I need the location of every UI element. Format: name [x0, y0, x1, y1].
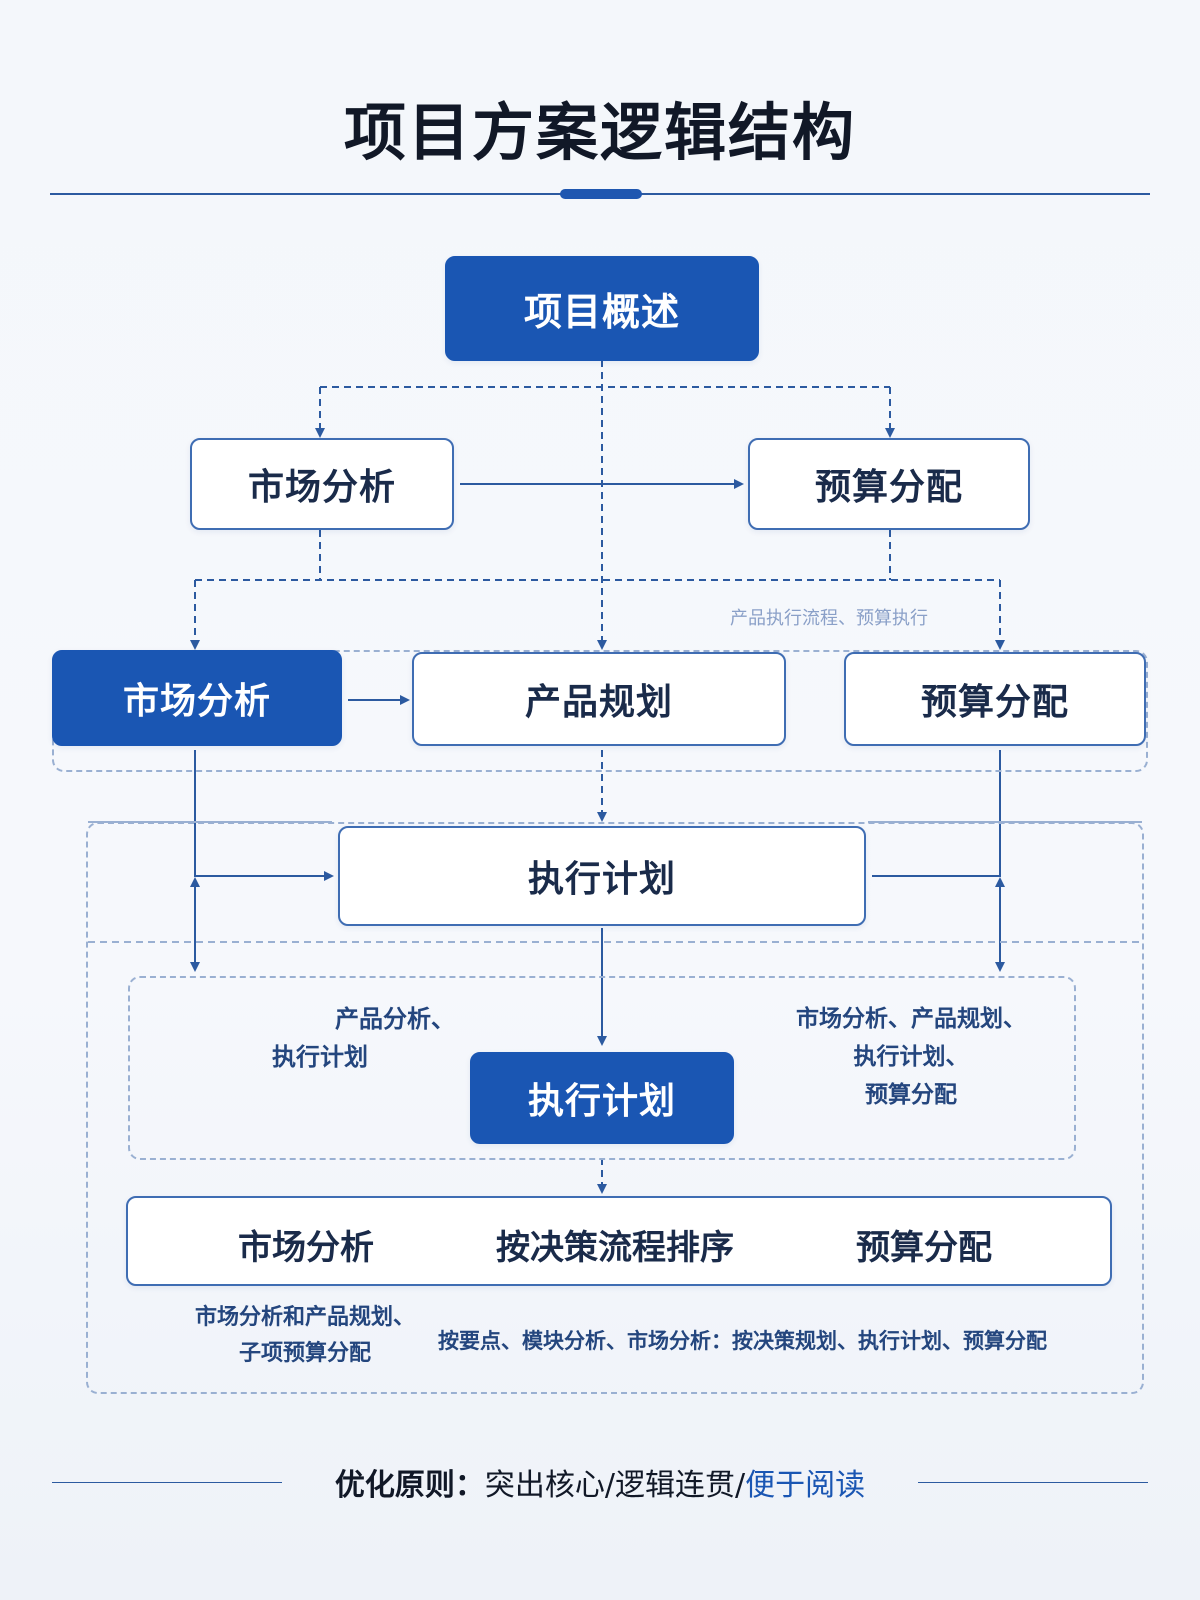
core-right-label: 市场分析、产品规划、 执行计划、 预算分配: [776, 1000, 1046, 1114]
node-level1-budget-allocation[interactable]: 预算分配: [748, 438, 1030, 530]
core-left-label: 产品分析、 执行计划: [240, 1000, 490, 1076]
node-level2-budget-allocation[interactable]: 预算分配: [844, 652, 1146, 746]
footer-label: 优化原则：: [334, 1468, 485, 1503]
core-right-label-line3: 预算分配: [865, 1082, 957, 1108]
node-execution-plan[interactable]: 执行计划: [338, 826, 866, 926]
execution-group-frame: [86, 822, 1144, 1394]
bottom-decision-sequence: 按决策流程排序: [496, 1228, 734, 1268]
footer-line-right: [918, 1482, 1148, 1483]
connector-l2-market-to-exec: [194, 750, 334, 881]
bottom-left-note-line1: 市场分析和产品规划、: [194, 1305, 415, 1330]
bottom-market-analysis: 市场分析: [238, 1228, 374, 1268]
footer-items: 突出核心/逻辑连贯/: [484, 1468, 746, 1503]
core-left-label-line1: 产品分析、: [335, 1005, 455, 1033]
node-level1-market-analysis[interactable]: 市场分析: [190, 438, 454, 530]
core-right-label-line1: 市场分析、产品规划、: [796, 1006, 1026, 1032]
bottom-summary-box: [126, 1196, 1112, 1286]
node-level2-product-planning[interactable]: 产品规划: [412, 652, 786, 746]
core-right-label-line2: 执行计划、: [853, 1044, 969, 1070]
node-execution-plan-core[interactable]: 执行计划: [470, 1052, 734, 1144]
node-level2-market-analysis[interactable]: 市场分析: [52, 650, 342, 746]
core-left-label-line2: 执行计划: [272, 1043, 368, 1071]
core-group-frame: [128, 976, 1076, 1160]
faded-note: 产品执行流程、预算执行: [730, 608, 928, 629]
page-title: 项目方案逻辑结构: [343, 96, 856, 169]
title-divider-accent: [560, 189, 642, 199]
footer-highlight: 便于阅读: [745, 1468, 866, 1503]
bottom-left-note: 市场分析和产品规划、 子项预算分配: [180, 1300, 430, 1372]
bottom-left-note-line2: 子项预算分配: [238, 1341, 371, 1366]
footer-line-left: [52, 1482, 282, 1483]
connector-l2-budget-to-exec: [872, 750, 1001, 877]
bottom-budget-allocation: 预算分配: [856, 1228, 992, 1268]
bottom-right-note: 按要点、模块分析、市场分析：按决策规划、执行计划、预算分配: [438, 1329, 1047, 1353]
node-project-overview[interactable]: 项目概述: [445, 256, 759, 361]
footer-principles: 优化原则：突出核心/逻辑连贯/便于阅读: [0, 1460, 1200, 1504]
